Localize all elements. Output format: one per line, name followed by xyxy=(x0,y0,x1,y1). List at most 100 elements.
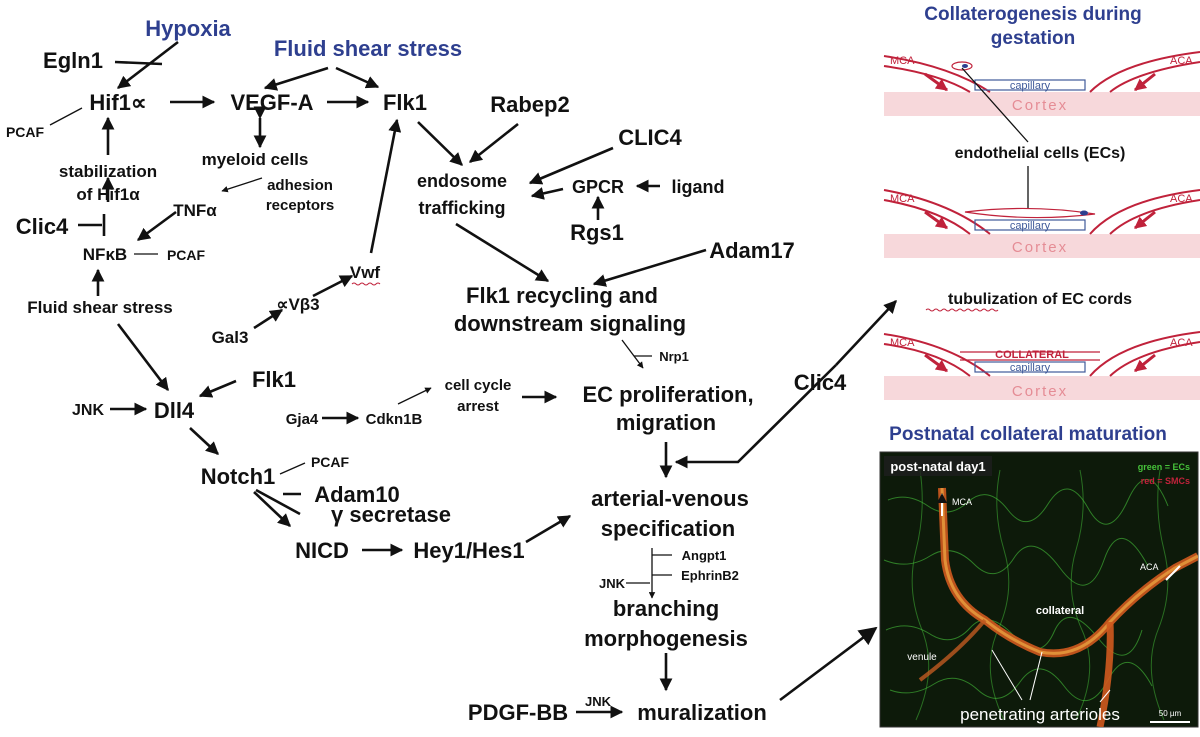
label-gamma-secretase: γ secretase xyxy=(331,502,451,527)
arrow-rabep2-endosome xyxy=(468,122,519,164)
label-micro-collateral: collateral xyxy=(1036,605,1084,617)
label-egln1: Egln1 xyxy=(43,48,103,73)
arrow-vwf-flk1 xyxy=(369,118,402,254)
legend-green: green = ECs xyxy=(1138,462,1190,472)
label-cortex-3: Cortex xyxy=(1012,383,1068,400)
label-hypoxia: Hypoxia xyxy=(145,16,231,41)
label-vegfa: VEGF-A xyxy=(230,90,313,115)
label-penetrating-arterioles: penetrating arterioles xyxy=(960,705,1120,724)
gestation-panels: Collaterogenesis during gestation MCA AC… xyxy=(883,4,1200,445)
label-flk1-top: Flk1 xyxy=(383,90,427,115)
label-aca-1: ACA xyxy=(1170,55,1193,67)
label-ligand: ligand xyxy=(672,177,725,197)
label-specification: specification xyxy=(601,516,735,541)
label-pcaf-3: PCAF xyxy=(311,454,350,470)
arrow-cdkn1b-cellcycle xyxy=(397,387,432,405)
label-muralization: muralization xyxy=(637,700,767,725)
label-aca-2: ACA xyxy=(1170,193,1193,205)
label-downstream: downstream signaling xyxy=(454,311,686,336)
cortex-band-2 xyxy=(884,234,1200,258)
left-pathway-labels: Hypoxia Egln1 Hif1∝ PCAF stabilization o… xyxy=(6,16,462,347)
label-gja4: Gja4 xyxy=(286,411,319,428)
arrow-hypoxia-hif1 xyxy=(116,40,179,90)
label-clic4-caps: CLIC4 xyxy=(618,125,682,150)
label-endosome: endosome xyxy=(417,171,507,191)
label-venule: venule xyxy=(907,652,937,663)
day-label-bg xyxy=(884,456,992,476)
label-pcaf-2: PCAF xyxy=(167,247,206,263)
postnatal-micrograph: post-natal day1 green = ECs red = SMCs M… xyxy=(879,451,1199,728)
label-clic4-left: Clic4 xyxy=(16,214,69,239)
arrow-flk1-endosome xyxy=(417,121,463,166)
label-cortex-1: Cortex xyxy=(1012,97,1068,114)
label-micro-aca: ACA xyxy=(1140,562,1159,572)
label-arrest: arrest xyxy=(457,398,499,415)
label-ephrinb2: EphrinB2 xyxy=(681,568,739,583)
label-notch1: Notch1 xyxy=(201,464,276,489)
label-myeloid-cells: myeloid cells xyxy=(202,150,309,169)
label-mca-1: MCA xyxy=(890,55,915,67)
label-angpt1: Angpt1 xyxy=(682,548,727,563)
label-capillary-3: capillary xyxy=(1010,362,1051,374)
label-flk1-mid: Flk1 xyxy=(252,367,296,392)
label-adam17: Adam17 xyxy=(709,238,795,263)
mca-vessel-1 xyxy=(883,55,991,93)
label-jnk-1: JNK xyxy=(72,402,104,419)
label-vwf: Vwf xyxy=(350,263,381,282)
label-postnatal-day1: post-natal day1 xyxy=(890,459,985,474)
label-migration: migration xyxy=(616,410,716,435)
arrow-tnfa-nfkb xyxy=(136,210,177,242)
label-capillary-2: capillary xyxy=(1010,220,1051,232)
panel-capillary-stage: MCA ACA capillary Cortex xyxy=(883,51,1200,143)
label-clic4-right: Clic4 xyxy=(794,370,847,395)
cortex-band-3 xyxy=(884,376,1200,400)
arrow-endosome-recycling xyxy=(455,222,550,283)
label-stabilization: stabilization xyxy=(59,162,157,181)
arrow-clic4-tubulization xyxy=(835,300,897,366)
label-capillary-1: capillary xyxy=(1010,80,1051,92)
label-recycling: Flk1 recycling and xyxy=(466,283,658,308)
mca-vessel-2 xyxy=(883,189,991,235)
arrow-adam17-recycling xyxy=(592,248,707,287)
label-gpcr: GPCR xyxy=(572,177,624,197)
label-rabep2: Rabep2 xyxy=(490,92,569,117)
micrograph-vessels xyxy=(883,469,1198,727)
label-scale: 50 µm xyxy=(1159,709,1182,718)
arrow-dll4-notch1 xyxy=(189,427,219,455)
label-jnk-3: JNK xyxy=(585,694,612,709)
arrow-micro-aca xyxy=(1165,565,1181,581)
label-arterial-venous: arterial-venous xyxy=(591,486,749,511)
label-adam10: Adam10 xyxy=(314,482,400,507)
arrow-flk1-dll4 xyxy=(198,379,237,398)
label-gal3: Gal3 xyxy=(212,328,249,347)
label-cortex-2: Cortex xyxy=(1012,239,1068,256)
label-hif1: Hif1∝ xyxy=(89,90,146,115)
capillary-1 xyxy=(974,79,1086,91)
label-cell-cycle: cell cycle xyxy=(445,377,512,394)
label-tubulization: tubulization of EC cords xyxy=(948,291,1132,308)
label-nfkb: NFκB xyxy=(83,245,127,264)
label-jnk-2: JNK xyxy=(599,576,626,591)
flow-arrow-2a xyxy=(924,210,948,230)
label-gestation: gestation xyxy=(991,28,1075,49)
flow-arrow-1a xyxy=(924,72,948,92)
arrow-adhesion-tnfa xyxy=(221,177,263,193)
label-tnfa: TNFα xyxy=(173,201,217,220)
panel-ec-cord-stage: MCA ACA capillary Cortex xyxy=(883,189,1200,258)
arrow-fss-dll4 xyxy=(116,323,170,392)
label-mca-3: MCA xyxy=(890,337,915,349)
arrow-fss-vegfa xyxy=(263,66,329,91)
pointer-ecs xyxy=(961,67,1029,143)
ec-cord-2 xyxy=(964,207,1096,219)
mca-vessel-3 xyxy=(883,333,991,377)
label-dll4: Dll4 xyxy=(154,398,195,423)
aca-vessel-3b xyxy=(1109,341,1200,377)
label-aca-3: ACA xyxy=(1170,337,1193,349)
label-avb3: ∝Vβ3 xyxy=(276,295,319,314)
panel-collateral-stage: MCA ACA COLLATERAL capillary Cortex xyxy=(883,331,1200,400)
label-fluid-shear-stress-left: Fluid shear stress xyxy=(27,298,173,317)
aca-vessel-1 xyxy=(1089,51,1200,93)
label-endothelial-cells: endothelial cells (ECs) xyxy=(955,145,1126,162)
label-nicd: NICD xyxy=(295,538,349,563)
